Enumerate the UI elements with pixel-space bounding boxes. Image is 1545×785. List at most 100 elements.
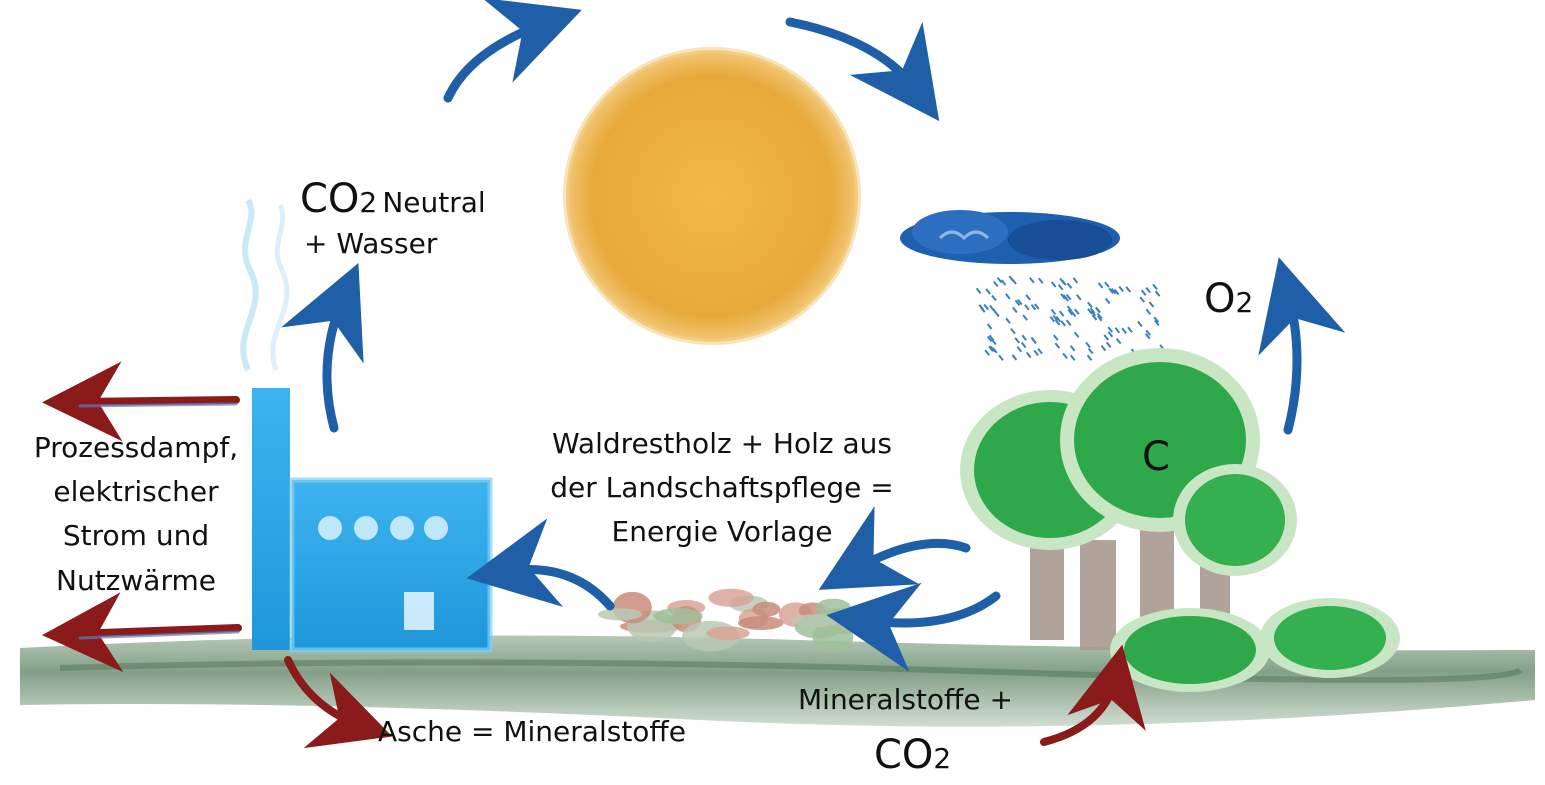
shrub <box>791 614 840 628</box>
o2-text: O <box>1204 276 1236 322</box>
process-line-3: Strom und <box>62 519 210 553</box>
rain-drop <box>1014 299 1021 306</box>
rain-drop <box>1000 279 1007 286</box>
minerals-co2-subscript: 2 <box>933 742 952 775</box>
rain-drop <box>1025 351 1032 359</box>
rain-drop <box>1105 341 1112 348</box>
power-plant-icon <box>252 388 493 653</box>
shrub <box>752 601 781 617</box>
rain-icon <box>975 275 1165 361</box>
arrow-from-sun <box>785 17 940 122</box>
rain-drop <box>1072 277 1079 284</box>
rain-drop <box>1108 287 1114 294</box>
rain-drop <box>1107 326 1114 333</box>
rain-drop <box>988 345 994 352</box>
carbon-label: C <box>1142 434 1170 480</box>
arrow-minerals <box>1040 644 1146 746</box>
plus-water-label: + Wasser <box>304 227 438 260</box>
rain-drop <box>1050 308 1057 315</box>
rain-drop <box>979 306 986 313</box>
rain-drop <box>1104 281 1110 288</box>
sun-icon <box>563 47 861 345</box>
co2-subscript: 2 <box>359 186 378 219</box>
rain-drop <box>1016 299 1023 306</box>
rain-drop <box>1005 317 1011 324</box>
rain-drop <box>1125 286 1131 293</box>
rain-drop <box>991 294 997 302</box>
rain-drop <box>1024 304 1030 311</box>
rain-drop <box>1145 308 1152 315</box>
rain-drop <box>983 303 989 311</box>
shrub <box>653 607 703 625</box>
rain-drop <box>988 334 995 341</box>
rain-drop <box>1127 326 1133 333</box>
rain-drop <box>1095 307 1101 314</box>
rain-drop <box>1052 315 1059 322</box>
smoke-icon <box>240 198 290 372</box>
arrow-ash <box>284 656 393 749</box>
rain-drop <box>1060 293 1066 300</box>
rain-drop <box>1148 301 1155 308</box>
rain-drop <box>1070 310 1077 318</box>
rain-drop <box>1033 349 1039 357</box>
arrow-forest-to-wood-top <box>818 506 971 590</box>
rain-drop <box>1103 334 1110 341</box>
rain-drop <box>1113 288 1120 296</box>
rain-drop <box>1121 327 1127 334</box>
rain-drop <box>1069 354 1076 361</box>
rain-drop <box>1107 331 1114 338</box>
rain-drop <box>1055 315 1061 323</box>
output-arrows <box>42 361 1146 749</box>
neutral-text: Neutral <box>382 186 486 219</box>
rain-drop <box>989 304 995 312</box>
rain-drop <box>992 347 998 354</box>
arrow-output-top <box>42 361 240 442</box>
rain-drop <box>1065 319 1072 326</box>
rain-drop <box>1115 337 1122 345</box>
rain-drop <box>1030 303 1037 311</box>
rain-drop <box>1097 282 1104 289</box>
arrow-emission-up <box>281 263 364 433</box>
rain-drop <box>1038 277 1044 284</box>
rain-drop <box>1052 334 1059 341</box>
rain-drop <box>1096 312 1103 320</box>
rain-drop <box>1008 275 1015 282</box>
rain-drop <box>1089 307 1096 314</box>
shrub <box>597 608 643 621</box>
process-line-2: elektrischer <box>53 475 219 509</box>
rain-drop <box>1020 341 1027 349</box>
shrub <box>815 598 851 616</box>
rain-drop <box>1022 314 1028 321</box>
rain-drop <box>1154 290 1161 297</box>
cycle-arrows <box>281 0 1346 672</box>
rain-drop <box>998 354 1004 361</box>
rain-drop <box>1140 289 1147 296</box>
rain-drop <box>1034 303 1040 310</box>
co2-neutral-label: CO2 Neutral <box>300 176 486 222</box>
rain-drop <box>1144 333 1151 340</box>
wood-source-label: Waldrestholz + Holz aus der Landschaftsp… <box>522 427 922 549</box>
rain-drop <box>1118 285 1124 293</box>
rain-drop <box>1087 308 1093 315</box>
minerals-co2-text: CO <box>874 732 934 778</box>
rain-drop <box>1087 301 1093 309</box>
rain-drop <box>986 323 993 330</box>
rain-drop <box>1075 294 1082 301</box>
forest-icon <box>960 348 1400 692</box>
rain-drop <box>1154 319 1160 327</box>
rain-drop <box>1073 331 1080 338</box>
rain-drop <box>1145 287 1151 294</box>
rain-drop <box>1139 296 1146 303</box>
ash-label: Asche = Mineralstoffe <box>378 715 686 748</box>
rain-drop <box>1062 352 1068 359</box>
rain-drop <box>985 288 991 295</box>
rain-drop <box>1016 346 1023 353</box>
rain-drop <box>996 277 1003 284</box>
wood-line-3: Energie Vorlage <box>611 515 833 549</box>
shrub <box>706 626 750 641</box>
rain-drop <box>1011 354 1018 361</box>
process-output-label: Prozessdampf, elektrischer Strom und Nut… <box>14 431 258 597</box>
minerals-label: Mineralstoffe + <box>798 683 1013 716</box>
arrow-forest-to-wood-bottom <box>826 582 1001 672</box>
